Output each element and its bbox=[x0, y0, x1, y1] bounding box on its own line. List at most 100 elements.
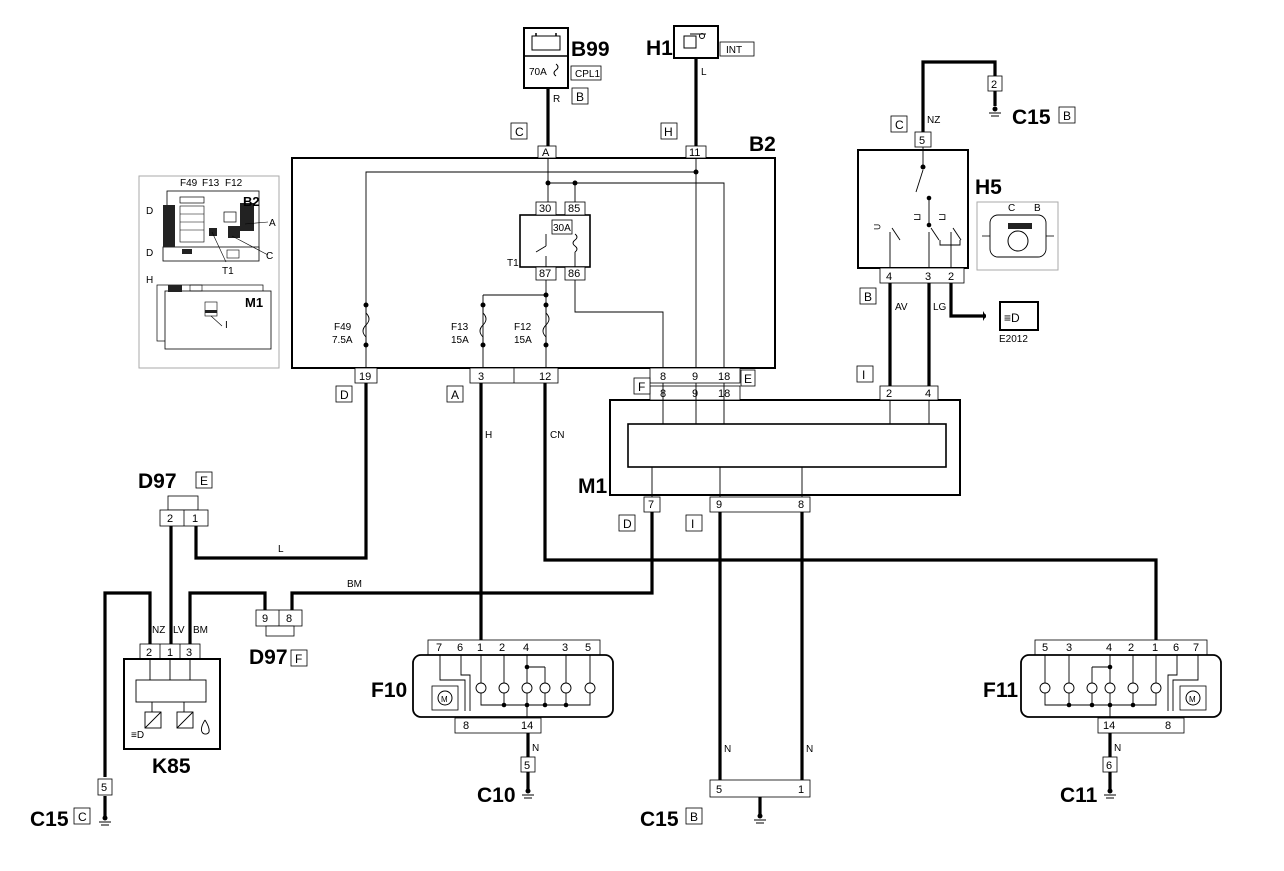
d97-location: E bbox=[200, 474, 208, 488]
h5-inset-letter: B bbox=[1034, 203, 1041, 214]
m1-pin: 9 bbox=[692, 388, 698, 400]
d97-pin: 1 bbox=[192, 513, 198, 525]
e2012-indicator: ≡D E2012 bbox=[983, 301, 1039, 345]
f10-pin: 4 bbox=[523, 642, 529, 654]
svg-text:⊐: ⊐ bbox=[913, 212, 921, 223]
f11-pin: 2 bbox=[1128, 642, 1134, 654]
svg-text:M: M bbox=[441, 695, 448, 704]
wire-label: NZ bbox=[927, 115, 940, 126]
ground-pin: 5 bbox=[716, 784, 722, 796]
m1-pin: 7 bbox=[648, 499, 654, 511]
f11-pin: 5 bbox=[1042, 642, 1048, 654]
b2-pin: 8 bbox=[660, 371, 666, 383]
h5-pin: 5 bbox=[919, 135, 925, 147]
f10-pin: 5 bbox=[585, 642, 591, 654]
f10-pin: 2 bbox=[499, 642, 505, 654]
connector-tag: D bbox=[340, 388, 349, 402]
h5-pin: 4 bbox=[886, 271, 892, 283]
wire-label: H bbox=[485, 430, 492, 441]
relay-pin: 87 bbox=[539, 268, 551, 280]
wire-label: L bbox=[701, 67, 707, 78]
fuse-label: F12 bbox=[514, 322, 532, 333]
b99-battery: 70A B99 CPL1 B bbox=[523, 27, 610, 105]
h5-inset-letter: C bbox=[1008, 203, 1015, 214]
wire-label: LG bbox=[933, 302, 947, 313]
inset-t1: T1 bbox=[222, 266, 234, 277]
inset-letter: I bbox=[225, 320, 228, 331]
inset-b2: B2 bbox=[243, 194, 260, 209]
f11-pin: 1 bbox=[1152, 642, 1158, 654]
d97-connector-top: D97 E 2 1 bbox=[138, 470, 213, 527]
f10-pin: 8 bbox=[463, 720, 469, 732]
b2-pin: 19 bbox=[359, 371, 371, 383]
f11-rear-lamp: 5 3 4 2 1 6 7 M 14 bbox=[983, 639, 1222, 734]
h5-pin: 2 bbox=[948, 271, 954, 283]
f10-pin: 6 bbox=[457, 642, 463, 654]
wire-label: AV bbox=[895, 302, 908, 313]
wire-label: N bbox=[532, 743, 539, 754]
f11-label: F11 bbox=[983, 679, 1018, 702]
ground-pin: 1 bbox=[798, 784, 804, 796]
c11-label: C11 bbox=[1060, 784, 1098, 807]
c15-location: C bbox=[78, 810, 87, 824]
connector-tag: I bbox=[691, 517, 694, 531]
h1-switch: H1 INT bbox=[646, 25, 755, 60]
f10-label: F10 bbox=[371, 679, 407, 702]
d97-connector-bottom: 9 8 D97 F bbox=[249, 609, 308, 669]
svg-text:⊃: ⊃ bbox=[873, 222, 881, 233]
m1-pin: 8 bbox=[798, 499, 804, 511]
b99-label: B99 bbox=[571, 38, 610, 61]
c15-ground-left: 5 C15 C bbox=[30, 778, 113, 831]
f11-pin: 6 bbox=[1173, 642, 1179, 654]
wire-label: N bbox=[724, 744, 731, 755]
k85-label: K85 bbox=[152, 755, 191, 778]
c15-label: C15 bbox=[1012, 106, 1051, 129]
b2-pin: 11 bbox=[689, 147, 700, 159]
b2-pin: 18 bbox=[718, 371, 730, 383]
wire-label: NZ bbox=[152, 625, 165, 636]
d97-pin: 9 bbox=[262, 613, 268, 625]
fuse-rating: 15A bbox=[514, 335, 532, 346]
h5-pin: 3 bbox=[925, 271, 931, 283]
connector-tag: E bbox=[744, 372, 752, 386]
wire-label: L bbox=[278, 544, 284, 555]
ground-pin: 5 bbox=[524, 760, 530, 772]
inset-letter: D bbox=[146, 248, 153, 259]
f10-pin: 7 bbox=[436, 642, 442, 654]
connector-tag: A bbox=[451, 388, 459, 402]
k85-relay: 2 1 3 ≡D K85 bbox=[123, 643, 221, 778]
inset-letter: H bbox=[146, 275, 153, 286]
ground-pin: 6 bbox=[1106, 760, 1112, 772]
c10-ground: 5 C10 bbox=[477, 756, 536, 807]
f11-pin: 8 bbox=[1165, 720, 1171, 732]
b99-location: B bbox=[576, 90, 584, 104]
wire-label: BM bbox=[193, 625, 208, 636]
f11-pin: 14 bbox=[1103, 720, 1115, 732]
inset-letter: C bbox=[266, 251, 273, 262]
d97-location: F bbox=[295, 652, 302, 666]
wire-label: LV bbox=[173, 625, 185, 636]
b2-pin: A bbox=[542, 147, 550, 159]
fuse-rating: 15A bbox=[451, 335, 469, 346]
wire-labels: R L NZ AV LG H CN L BM NZ LV BM N N N N bbox=[152, 67, 1121, 755]
f11-pin: 4 bbox=[1106, 642, 1112, 654]
inset-fuse: F49 bbox=[180, 178, 198, 189]
b2-pin: 9 bbox=[692, 371, 698, 383]
f10-pin: 14 bbox=[521, 720, 533, 732]
h1-tag: INT bbox=[726, 45, 742, 56]
relay-fuse: 30A bbox=[553, 223, 571, 234]
k85-pin: 2 bbox=[146, 647, 152, 659]
inset-letter: D bbox=[146, 206, 153, 217]
connector-tag: D bbox=[623, 517, 632, 531]
b2-pin: 12 bbox=[539, 371, 551, 383]
wire-label: N bbox=[806, 744, 813, 755]
fuse-label: F13 bbox=[451, 322, 469, 333]
svg-text:M: M bbox=[1189, 695, 1196, 704]
c15-label: C15 bbox=[30, 808, 69, 831]
b99-tag: CPL1 bbox=[575, 69, 600, 80]
c15-label: C15 bbox=[640, 808, 679, 831]
d97-pin: 8 bbox=[286, 613, 292, 625]
k85-pin: 1 bbox=[167, 647, 173, 659]
svg-text:⊐: ⊐ bbox=[938, 212, 946, 223]
